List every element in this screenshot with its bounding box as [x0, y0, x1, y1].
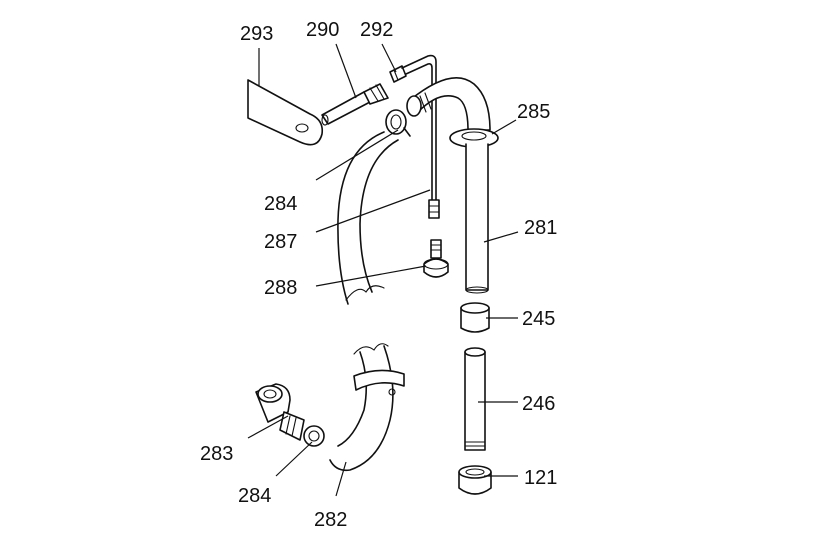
callout-287: 287: [264, 231, 297, 253]
part-281-pipe: [465, 143, 489, 294]
part-246-pipe: [464, 347, 486, 451]
part-282-hose: [329, 343, 405, 472]
callout-284-upper: 284: [264, 193, 297, 215]
callout-288: 288: [264, 277, 297, 299]
leader-288: [315, 265, 427, 287]
callout-283: 283: [200, 443, 233, 465]
leader-282: [335, 461, 347, 497]
part-285-pipe-bend: [406, 76, 499, 148]
callout-282: 282: [314, 509, 347, 531]
leader-284-upper: [315, 129, 399, 181]
leader-292: [381, 43, 397, 73]
part-288-valve: [423, 239, 449, 278]
part-290-fitting: [321, 83, 389, 126]
leader-284-lower: [275, 441, 313, 477]
part-284-clamp-upper: [385, 109, 411, 137]
callout-293: 293: [240, 23, 273, 45]
leader-285: [491, 119, 517, 135]
leader-290: [335, 43, 357, 99]
part-121-cap: [458, 465, 492, 495]
leader-lines: [247, 43, 519, 497]
callout-281: 281: [524, 217, 557, 239]
part-245-coupling: [460, 302, 490, 333]
callout-121: 121: [524, 467, 557, 489]
callout-285: 285: [517, 101, 550, 123]
leader-287: [315, 189, 431, 233]
callout-290: 290: [306, 19, 339, 41]
part-284-clamp-lower: [303, 425, 325, 447]
callout-labels: 293 290 292 285 284 281 287 288 245 246 …: [200, 19, 557, 531]
callout-245: 245: [522, 308, 555, 330]
leader-281: [483, 231, 519, 243]
leader-283: [247, 415, 289, 439]
part-hose-upper: [337, 131, 399, 305]
part-292-ferrule: [389, 65, 407, 83]
callout-292: 292: [360, 19, 393, 41]
part-283-elbow: [255, 383, 305, 441]
callout-284-lower: 284: [238, 485, 271, 507]
part-293-tag: [247, 79, 324, 146]
callout-246: 246: [522, 393, 555, 415]
part-287-tube: [401, 54, 440, 219]
